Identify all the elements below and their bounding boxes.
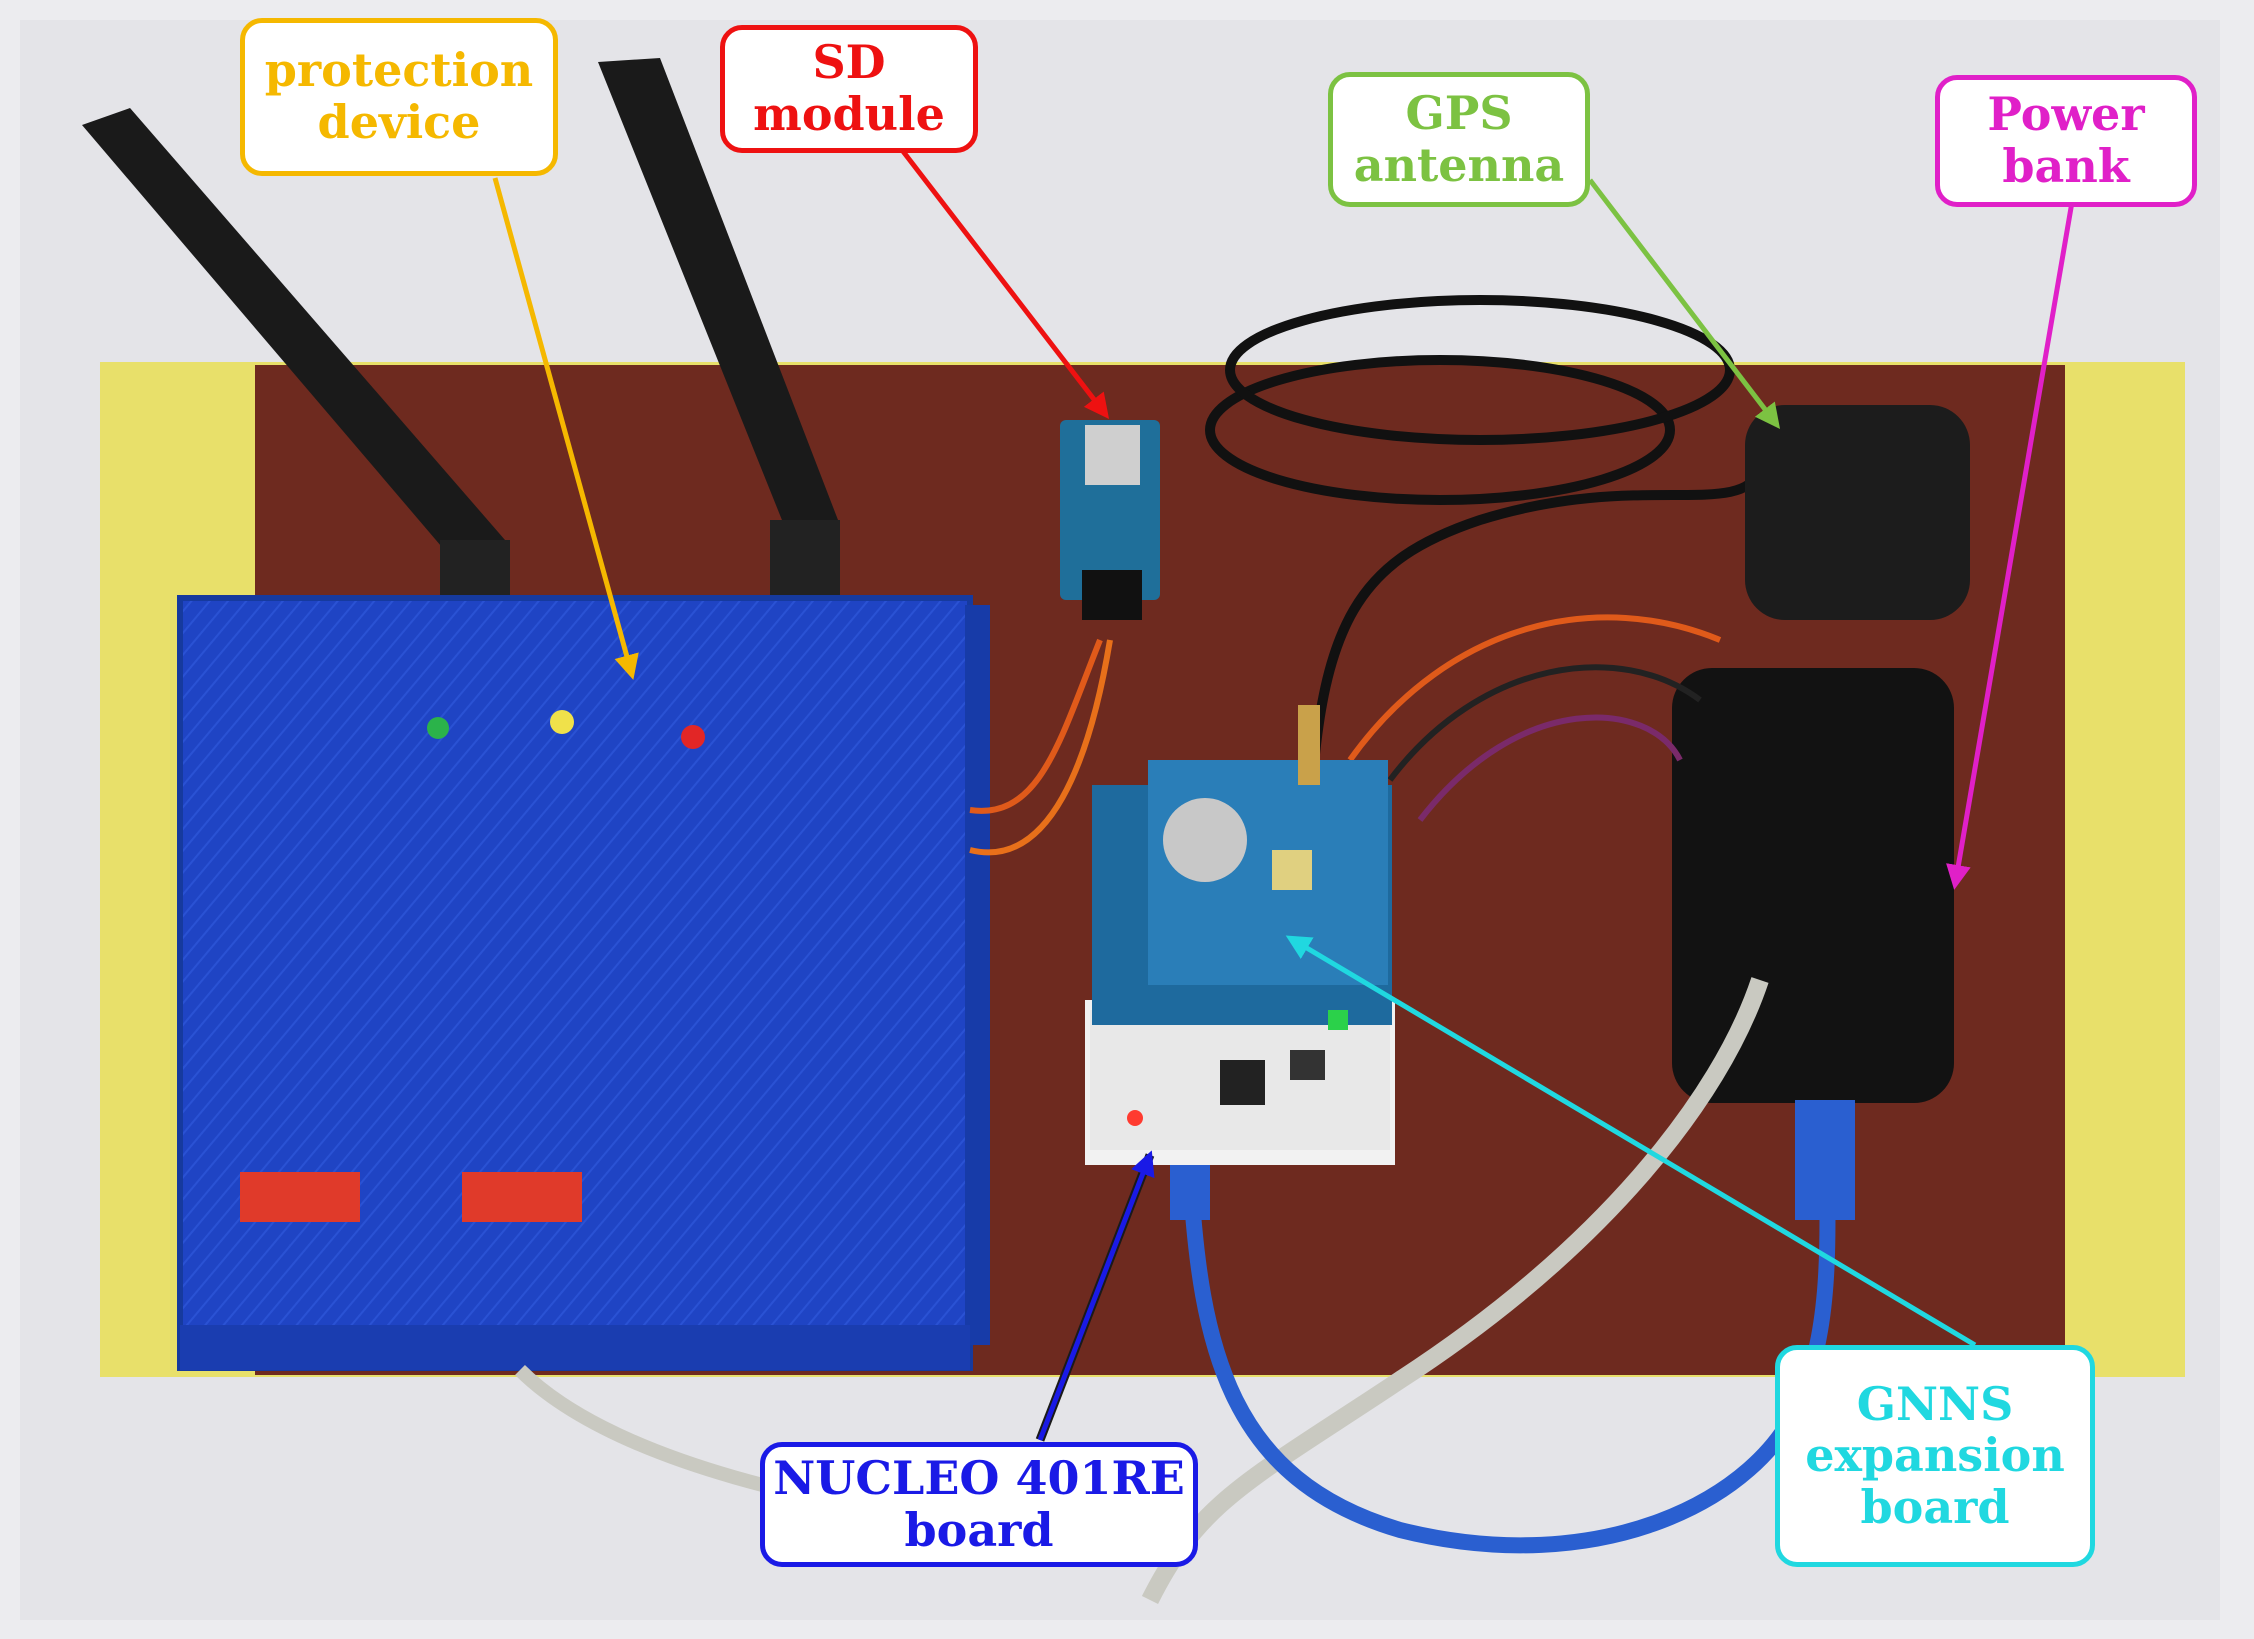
led-green-icon	[427, 717, 449, 739]
label-gnns-line1: GNNS	[1856, 1376, 2014, 1431]
led-yellow-icon	[550, 710, 574, 734]
arrow-sd	[900, 148, 1110, 419]
label-nucleo-board: NUCLEO 401RE board	[760, 1442, 1198, 1567]
label-nucleo-line2: board	[904, 1502, 1054, 1557]
led-red-icon	[681, 725, 705, 749]
label-power-line2: bank	[2002, 139, 2130, 193]
label-power-bank: Power bank	[1935, 75, 2197, 207]
arrow-gps	[1588, 178, 1781, 429]
label-gps-line1: GPS	[1405, 85, 1513, 140]
power-bank	[1672, 668, 1954, 1103]
sd-module	[1060, 420, 1160, 620]
label-nucleo-line1: NUCLEO 401RE	[773, 1450, 1185, 1505]
arrow-nucleo	[1037, 1150, 1155, 1441]
label-gnns-line2: expansion	[1805, 1428, 2065, 1483]
gnss-expansion-board	[1092, 705, 1392, 1030]
label-protection-line2: device	[317, 95, 481, 149]
label-gnns-expansion-board: GNNS expansion board	[1775, 1345, 2095, 1567]
label-gps-line2: antenna	[1353, 137, 1565, 192]
antenna-icon	[82, 58, 840, 605]
label-gnns-line3: board	[1860, 1479, 2010, 1534]
label-gps-antenna: GPS antenna	[1328, 72, 1590, 207]
label-protection-line1: protection	[264, 43, 534, 98]
arrow-gnns	[1285, 935, 1977, 1348]
label-sd-line2: module	[753, 87, 945, 141]
arrow-protection	[492, 177, 639, 680]
protection-device-box	[177, 595, 990, 1371]
label-protection-device: protection device	[240, 18, 558, 176]
wires	[515, 614, 1769, 1605]
label-sd-module: SD module	[720, 25, 978, 153]
gps-antenna	[1205, 295, 1970, 821]
dip-switch-icon	[240, 1172, 582, 1222]
arrow-power	[1946, 201, 2075, 890]
label-sd-line1: SD	[812, 35, 886, 90]
label-power-line1: Power	[1987, 87, 2145, 142]
